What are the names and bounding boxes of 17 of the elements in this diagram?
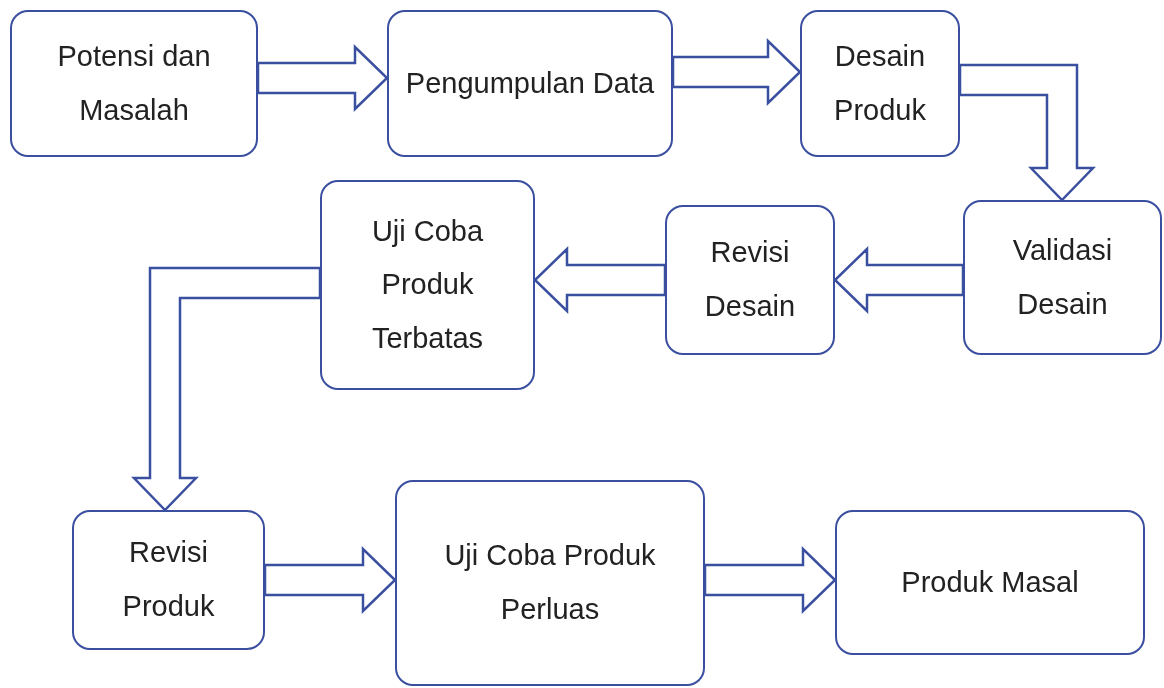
block-arrow xyxy=(833,246,965,314)
block-arrow xyxy=(533,246,667,314)
process-box: Validasi Desain xyxy=(963,200,1162,355)
block-arrow xyxy=(256,44,389,112)
process-box: Pengumpulan Data xyxy=(387,10,673,157)
block-arrow xyxy=(958,63,1096,202)
block-arrow xyxy=(263,546,397,614)
process-box: Uji Coba Produk Terbatas xyxy=(320,180,535,390)
process-box: Revisi Desain xyxy=(665,205,835,355)
process-box: Produk Masal xyxy=(835,510,1145,655)
block-arrow xyxy=(131,266,322,512)
process-box: Potensi dan Masalah xyxy=(10,10,258,157)
process-box: Revisi Produk xyxy=(72,510,265,650)
process-box: Desain Produk xyxy=(800,10,960,157)
block-arrow xyxy=(703,546,837,614)
block-arrow xyxy=(671,38,802,106)
process-box: Uji Coba Produk Perluas xyxy=(395,480,705,686)
